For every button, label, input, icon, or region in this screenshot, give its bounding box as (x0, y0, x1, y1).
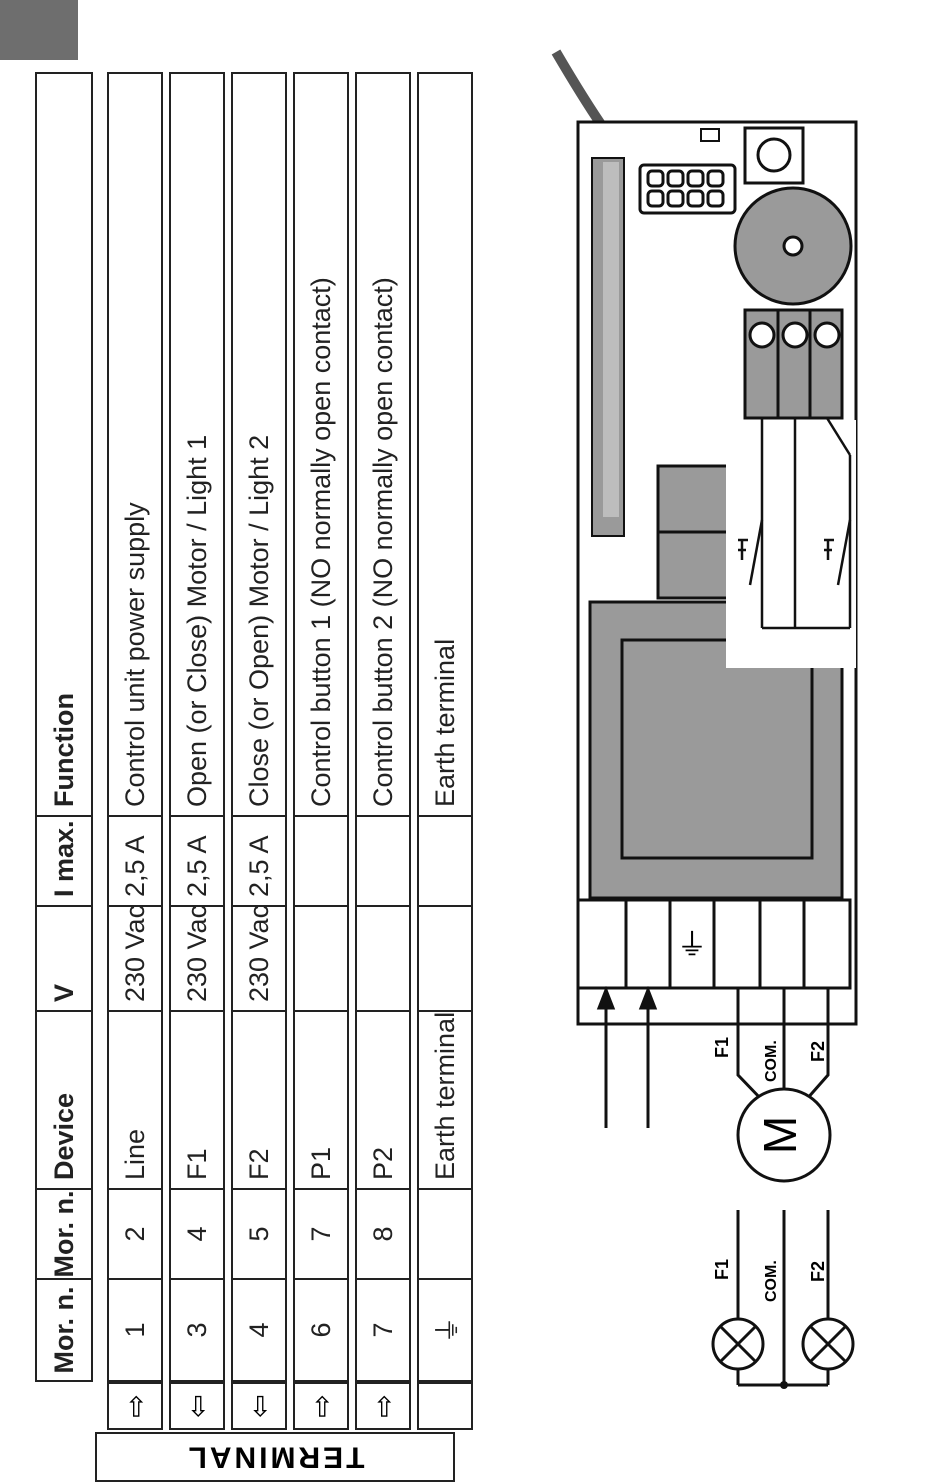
motor-com-label: COM. (763, 1040, 780, 1082)
wiring-page: Mor. n. Mor. n. Device V I max. Function… (0, 0, 858, 1482)
lamp-2 (801, 1317, 855, 1371)
supply-arrows (596, 985, 658, 1128)
motor-symbol (736, 1087, 832, 1183)
reset-button-circle (756, 137, 792, 173)
button-terminal-block (743, 308, 844, 420)
power-terminal-strip (576, 898, 852, 990)
motor-f1-label: F1 (712, 1037, 732, 1058)
push-button-area (726, 420, 856, 668)
earth-symbol: ⏚ (677, 929, 707, 962)
buzzer-center (782, 235, 804, 257)
lamp-1 (711, 1317, 765, 1371)
reset-button (743, 126, 805, 185)
lamp-com-label: COM. (763, 1260, 780, 1302)
lamp-f1-label: F1 (712, 1259, 732, 1280)
terminal-label-text: TERMINAL (185, 1440, 365, 1474)
led-indicator (700, 128, 720, 142)
pin-header (638, 163, 737, 215)
wiring-diagram: ⏚ M F1 COM. F2 (551, 49, 858, 1389)
motor-wires (736, 988, 830, 1102)
motor-f2-label: F2 (808, 1041, 828, 1062)
board-strip-inner (603, 162, 619, 517)
page-corner-tab (0, 0, 78, 60)
motor-label: M (754, 1116, 806, 1154)
transformer-core (620, 638, 814, 860)
lamp-junction (780, 1381, 788, 1389)
lamp-f2-label: F2 (808, 1261, 828, 1282)
push-buttons (738, 417, 852, 630)
